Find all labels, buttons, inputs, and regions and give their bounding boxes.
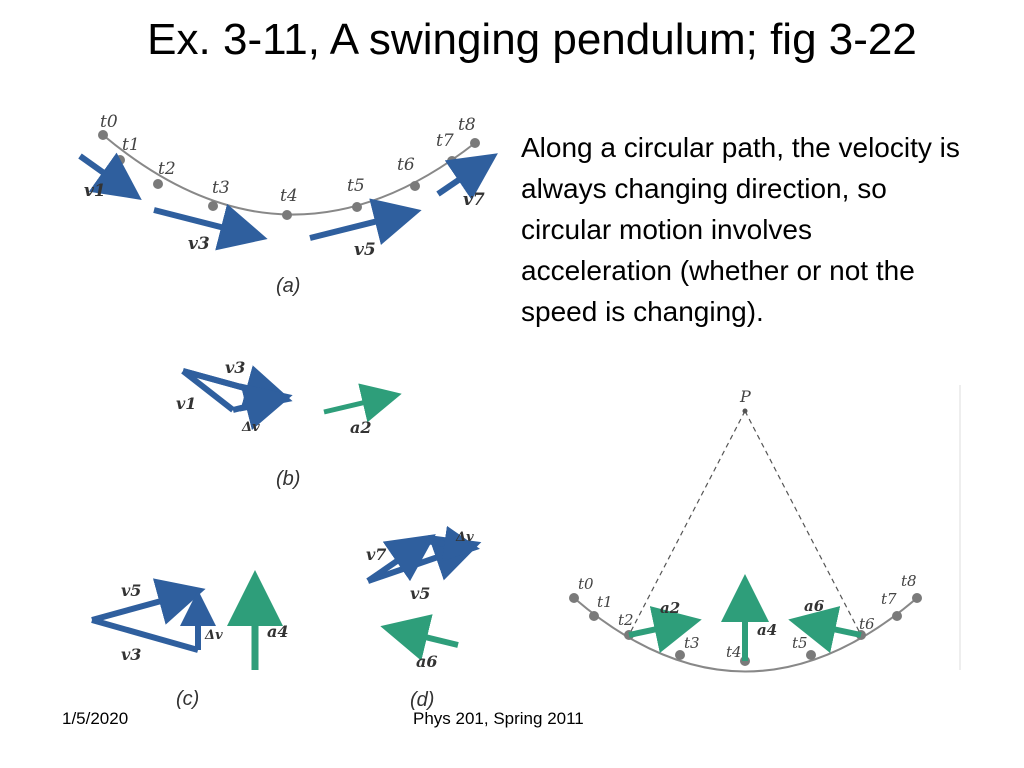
time-label-t0: t0 [100, 112, 118, 132]
pend-a2-label: a2 [660, 599, 680, 617]
svg-text:t3: t3 [212, 178, 230, 198]
time-label-t1: t1 [122, 135, 140, 155]
svg-text:t8: t8 [458, 115, 476, 135]
time-dot [352, 202, 362, 212]
time-dot [282, 210, 292, 220]
slide-title: Ex. 3-11, A swinging pendulum; fig 3-22 [147, 15, 917, 64]
caption-d: (d) [410, 689, 434, 711]
time-label-t8: t8 [458, 115, 476, 135]
delta-v-label: Δv [204, 628, 223, 643]
a4-label: a4 [267, 622, 289, 641]
caption-b: (b) [276, 468, 300, 490]
time-dot [447, 156, 457, 166]
v7-label: v7 [463, 190, 485, 210]
pend-t2: t2 [618, 611, 634, 629]
time-dot [892, 611, 902, 621]
time-dot [569, 593, 579, 603]
pendulum-arc [573, 597, 918, 673]
velocity-arrow-v5 [309, 198, 422, 246]
v1-label: v1 [84, 181, 106, 201]
time-dot [912, 593, 922, 603]
velocity-arrow-v1 [78, 152, 142, 200]
pend-t5: t5 [792, 634, 808, 652]
panel-d: v7 v5 Δv a6 (d) P t0 t1 t2 t3 t4 t5 t6 t… [366, 385, 961, 711]
time-label-t5: t5 [347, 176, 365, 196]
svg-text:t1: t1 [122, 135, 140, 155]
time-label-t7: t7 [436, 131, 454, 151]
slide-body-text: Along a circular path, the velocity is a… [521, 132, 960, 327]
pend-accel-a2 [628, 606, 702, 653]
time-dot [410, 181, 420, 191]
svg-text:t4: t4 [280, 186, 298, 206]
velocity-arrow-v3 [153, 203, 268, 251]
delta-v-arrow [232, 383, 293, 431]
svg-text:t5: t5 [347, 176, 365, 196]
v1-label: v1 [176, 394, 196, 413]
panel-a: t0 t1 t2 t3 t4 t5 t6 t7 t8 v1 v3 v5 v7 (… [78, 112, 498, 297]
pend-t1: t1 [597, 593, 613, 611]
pend-a4-label: a4 [757, 621, 777, 639]
v5-label: v5 [410, 584, 430, 603]
pend-t4: t4 [726, 643, 742, 661]
v7-label: v7 [366, 545, 386, 564]
pend-t3: t3 [684, 634, 700, 652]
pend-accel-a6 [788, 606, 862, 653]
delta-v-arrow [425, 525, 480, 562]
pend-t6: t6 [859, 615, 875, 633]
v3-label: v3 [188, 234, 210, 254]
delta-v-label: Δv [241, 420, 260, 435]
velocity-arrow-v5 [91, 578, 206, 625]
time-dot [589, 611, 599, 621]
svg-text:t7: t7 [436, 131, 454, 151]
svg-text:t2: t2 [158, 159, 176, 179]
time-dot [470, 138, 480, 148]
pend-t8: t8 [901, 572, 917, 590]
time-label-t2: t2 [158, 159, 176, 179]
velocity-arrow-v3-lower [181, 368, 235, 413]
time-dot [98, 130, 108, 140]
svg-text:t6: t6 [397, 155, 415, 175]
v5-label: v5 [354, 240, 376, 260]
time-label-t3: t3 [212, 178, 230, 198]
footer-course: Phys 201, Spring 2011 [413, 709, 584, 728]
time-dots [98, 130, 480, 220]
pivot-label: P [739, 387, 751, 406]
caption-c: (c) [176, 688, 199, 710]
velocity-arrow-v3 [91, 617, 199, 653]
panel-c: v5 v3 Δv a4 (c) [91, 570, 289, 710]
pend-t0: t0 [578, 575, 594, 593]
time-dot [153, 179, 163, 189]
v5-label: v5 [121, 581, 141, 600]
acceleration-arrow-a2 [323, 383, 402, 423]
a2-label: a2 [350, 418, 372, 437]
time-label-t4: t4 [280, 186, 298, 206]
footer-date: 1/5/2020 [62, 709, 129, 728]
time-dot [115, 155, 125, 165]
caption-a: (a) [276, 275, 300, 297]
panel-b: v3 v1 Δv a2 (b) [176, 358, 402, 490]
delta-v-label: Δv [455, 530, 474, 545]
pend-t7: t7 [881, 590, 897, 608]
velocity-arrow-v5 [366, 534, 436, 584]
string-left [628, 410, 746, 636]
time-dot [208, 201, 218, 211]
velocity-arrow-v7 [436, 153, 498, 201]
v3-label: v3 [225, 358, 245, 377]
time-label-t6: t6 [397, 155, 415, 175]
a6-label: a6 [416, 652, 438, 671]
string-right [744, 410, 862, 636]
v3-label: v3 [121, 645, 141, 664]
acceleration-arrow-a6 [380, 614, 459, 661]
pend-a6-label: a6 [804, 597, 825, 615]
svg-text:t0: t0 [100, 112, 118, 132]
